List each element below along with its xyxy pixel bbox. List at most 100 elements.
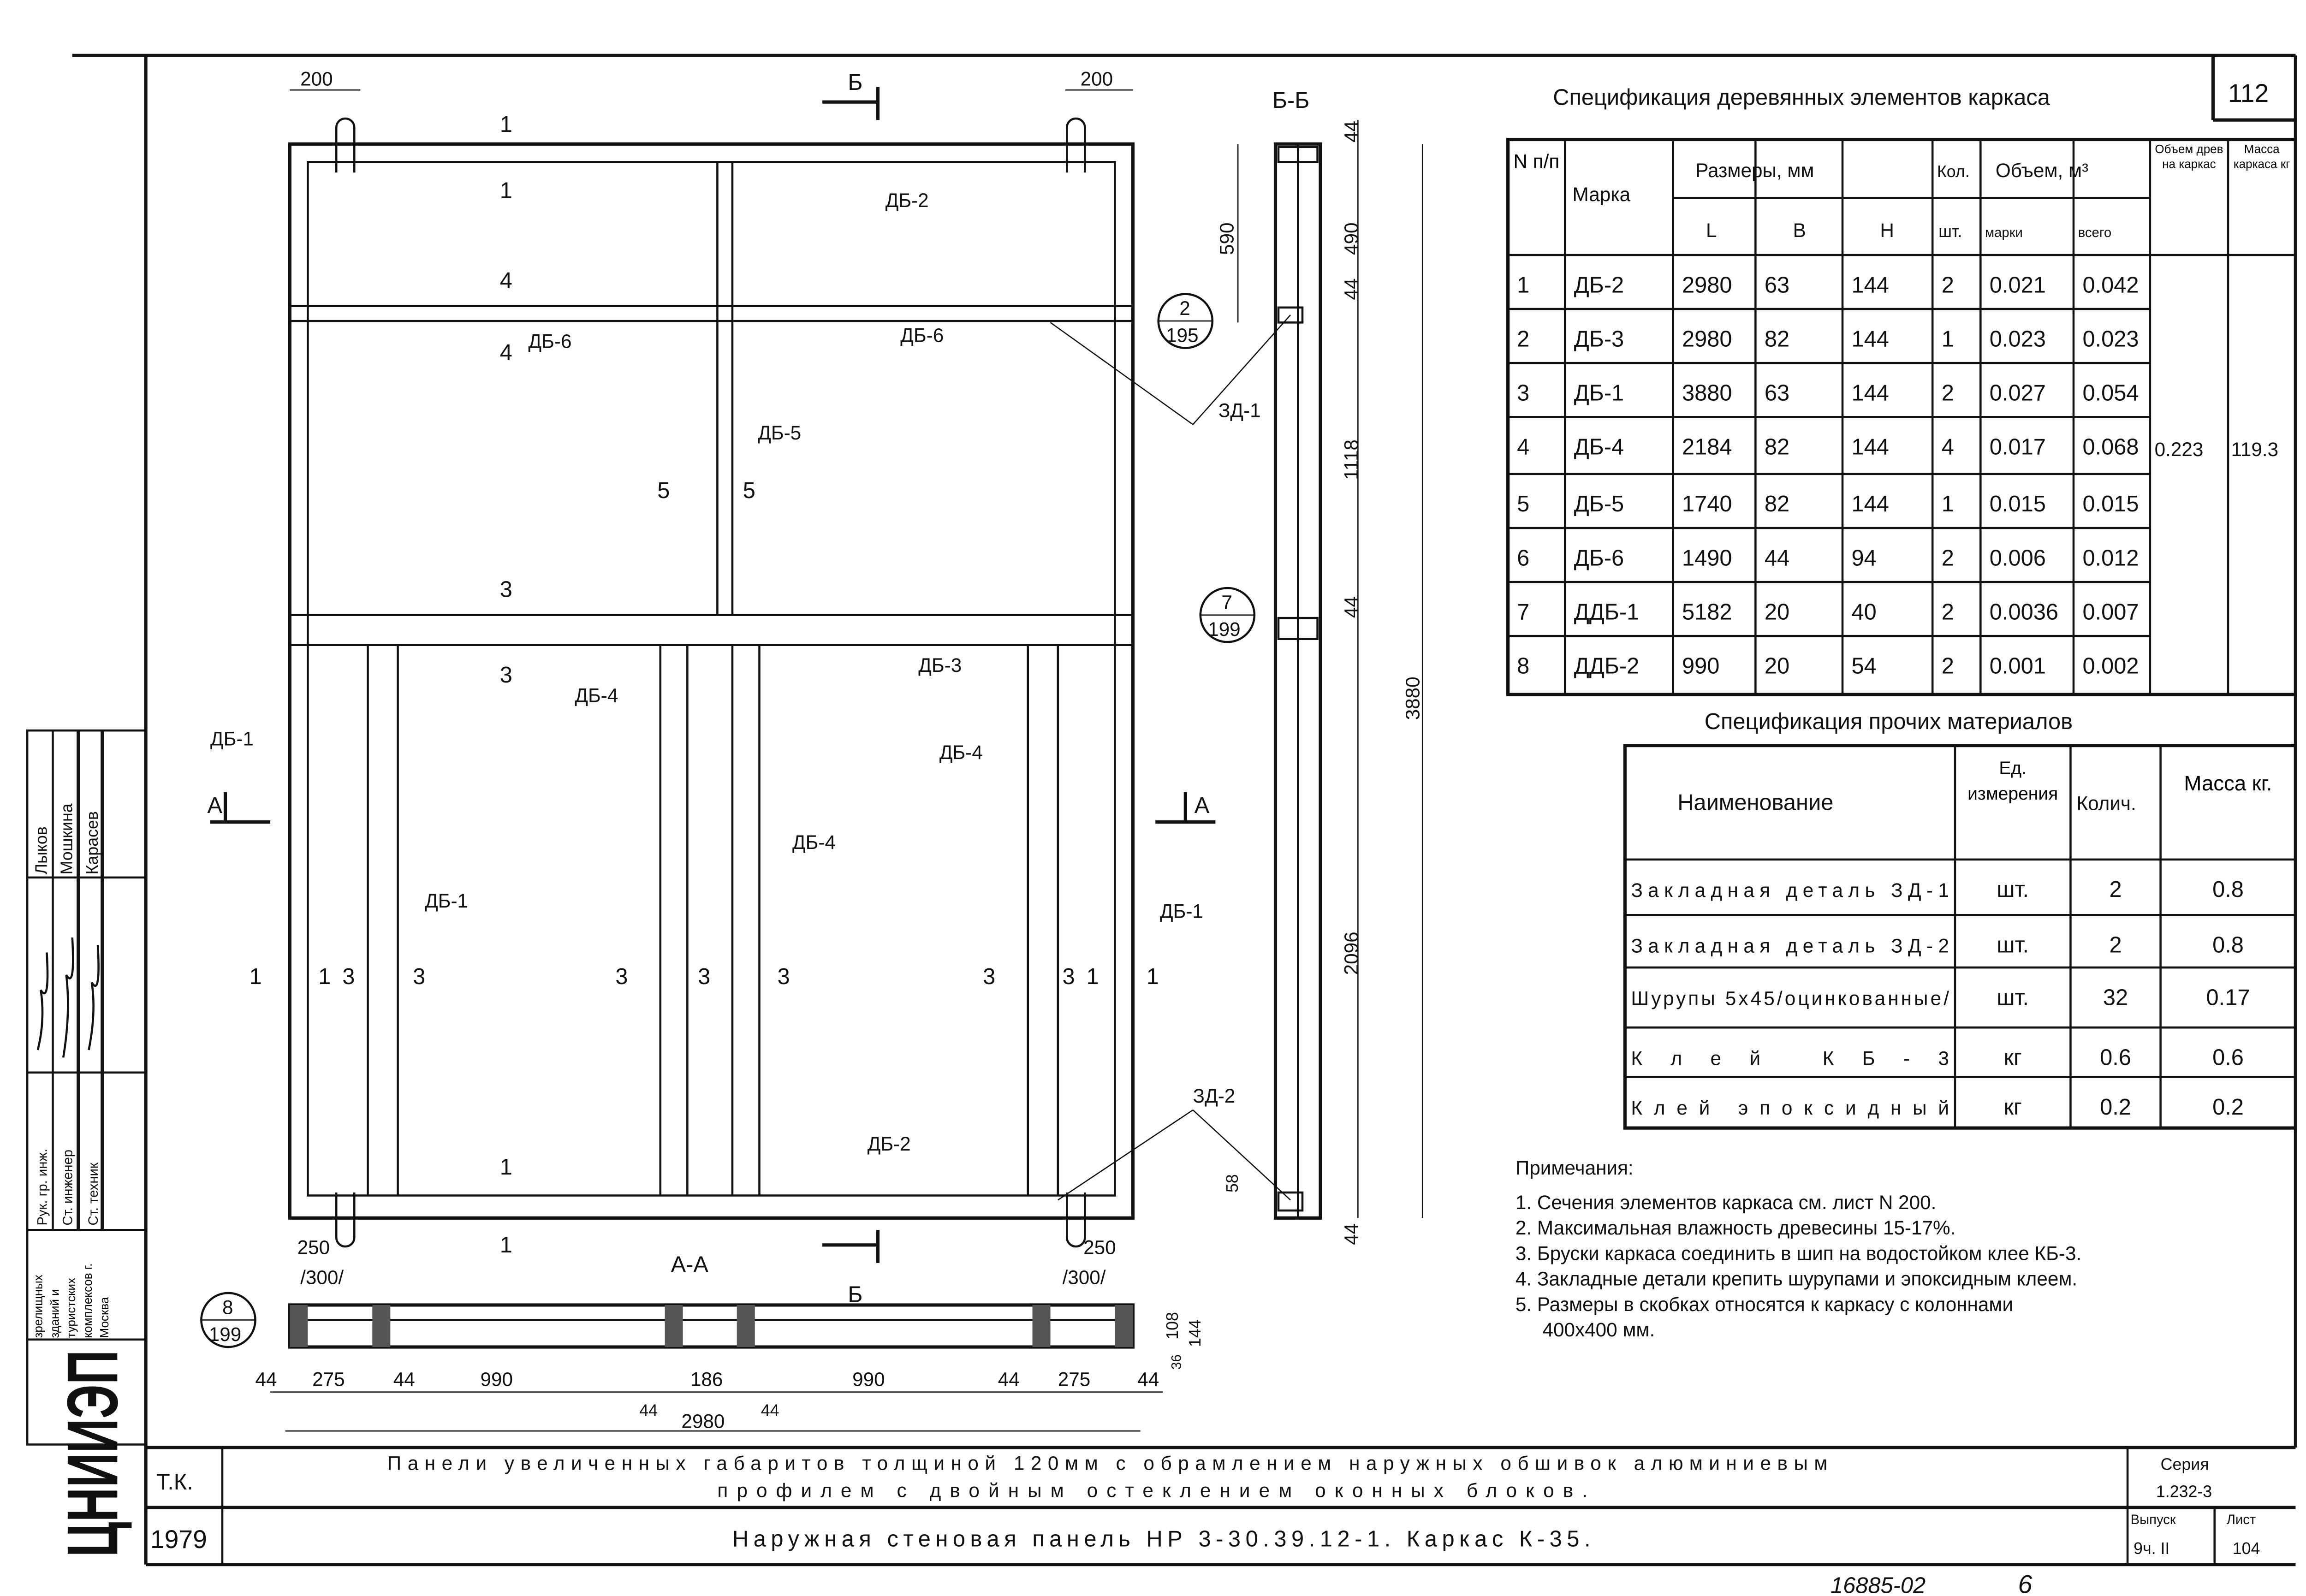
dim-label: 2096 [1340,931,1362,975]
cell-vt: 0.002 [2082,654,2139,679]
dim-label: 990 [480,1369,513,1390]
cell-L: 3880 [1682,381,1732,406]
year: 1979 [150,1525,207,1554]
lifting-loop-icon [335,117,356,173]
member-label: ДБ-1 [210,728,254,750]
cell-qty: 2 [2109,933,2122,958]
column-header: H [1880,220,1894,241]
dim-label: 44 [1340,1223,1362,1245]
lifting-loop-icon [335,1192,356,1248]
section-mark: А [1195,793,1210,818]
cell-B: 82 [1765,326,1789,351]
frame-elevation: 200 200 Б Б А А ДБ-2 ДБ-6 ДБ-6 ДБ-5 ДБ-3… [207,68,1291,1307]
svg-text:8: 8 [222,1296,233,1318]
cell-n: 2 [1517,326,1529,351]
cell-unit: кг [2004,1095,2022,1120]
dim-label: 44 [1137,1369,1159,1390]
member-label: ДБ-1 [425,890,468,912]
cell-mark: ДБ-3 [1574,326,1624,351]
cell-B: 44 [1765,546,1789,570]
cell-H: 144 [1852,273,1889,297]
table-title: Спецификация деревянных элементов каркас… [1553,85,2050,110]
dim-label: 2980 [681,1411,725,1432]
cell-qty: 0.2 [2100,1095,2131,1120]
column-header: шт. [1938,222,1962,241]
section-number: 3 [500,577,512,602]
cell-qty: 2 [1942,546,1954,570]
dim-label: 1118 [1340,439,1362,480]
member-label: ДБ-6 [529,331,572,352]
member-label: ДБ-2 [886,190,929,211]
sheet-label: Лист [2227,1513,2256,1527]
column-header: Ед. измерения [1967,757,2058,804]
member-label: ДБ-6 [900,325,944,346]
section-number: 3 [698,964,710,989]
cell-L: 5182 [1682,599,1732,624]
approval-stamp: Лыков Мошкина Карасев Рук. гр. инж. Ст. … [26,729,147,1557]
cell-qty: 4 [1942,435,1954,460]
dim-label: 44 [256,1369,277,1390]
cell-qty: 2 [1942,381,1954,406]
table-title: Спецификация прочих материалов [1705,709,2073,734]
cell-vt: 0.068 [2082,435,2139,460]
cell-name: Клей КБ-3 [1631,1048,1949,1069]
dim-label: 275 [312,1369,345,1390]
dim-label: 44 [998,1369,1020,1390]
cell-vt: 0.007 [2082,599,2139,624]
svg-text:199: 199 [1208,618,1241,640]
cell-unit: шт. [1997,877,2029,902]
section-number: 1 [318,964,331,989]
note-item: 1. Сечения элементов каркаса см. лист N … [1516,1192,1936,1213]
cell-H: 144 [1852,326,1889,351]
cell-n: 8 [1517,654,1529,679]
stamp-name: Карасев [83,811,101,874]
organization-name: зрелищных зданий и туристских комплексов… [31,1263,112,1338]
dim-label: 200 [1081,68,1113,89]
member-label: ДБ-3 [918,654,962,676]
notes: Примечания: 1. Сечения элементов каркаса… [1516,1157,2081,1341]
member-label: ДБ-2 [868,1133,911,1155]
section-b-b: Б-Б 590 44 490 44 1118 44 2096 44 3880 5… [200,88,1424,1348]
section-number: 3 [500,663,512,688]
section-number: 1 [500,1155,512,1180]
cell-mark: ДБ-6 [1574,546,1624,570]
stamp-name: Мошкина [58,803,76,874]
cell-qty: 2 [1942,273,1954,297]
section-number: 1 [1087,964,1099,989]
section-mark: А [207,793,222,818]
note-item: 4. Закладные детали крепить шурупами и э… [1516,1268,2077,1290]
cell-unit: шт. [1997,933,2029,958]
cell-vt: 0.023 [2082,326,2139,351]
cell-H: 40 [1852,599,1877,624]
page-number: 6 [2018,1570,2033,1596]
stamp-role: Ст. инженер [61,1150,76,1226]
drawing-title: Наружная стеновая панель НР 3-30.39.12-1… [732,1527,1591,1552]
member-label: ДБ-4 [939,742,983,763]
note-item: 5. Размеры в скобках относятся к каркасу… [1516,1293,2013,1315]
issue-label: Выпуск [2131,1513,2176,1527]
section-number: 1 [500,1233,512,1258]
dim-label: 250 [1083,1236,1116,1258]
column-header: B [1793,220,1806,241]
section-number: 5 [657,478,670,503]
note-item: 3. Бруски каркаса соединить в шип на вод… [1516,1242,2081,1264]
section-number: 3 [778,964,790,989]
cell-mass: 0.2 [2212,1095,2244,1120]
cell-B: 63 [1765,381,1789,406]
cell-n: 1 [1517,273,1529,297]
organization-logo: ЦНИИЭП [52,1350,133,1557]
cell-H: 54 [1852,654,1877,679]
cell-mark: ДБ-5 [1574,492,1624,516]
dim-label: 108 [1163,1312,1182,1340]
tk-label: Т.К. [156,1470,193,1495]
column-header: марки [1985,225,2023,240]
archive-code: 16885-02 [1831,1573,1926,1596]
sheet-value: 104 [2233,1539,2260,1558]
